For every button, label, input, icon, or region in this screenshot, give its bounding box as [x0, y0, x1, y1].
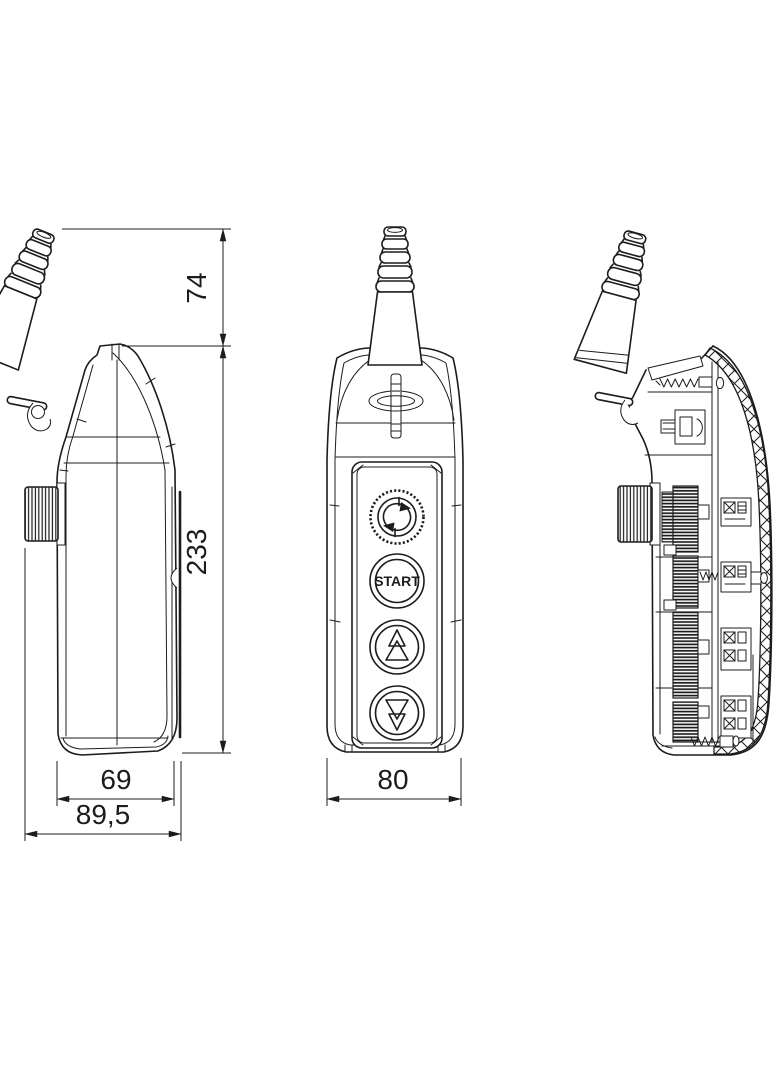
dim-overall-depth: 89,5 — [24, 799, 182, 838]
dim-front-width-label: 80 — [377, 764, 408, 795]
section-cable-gland — [573, 225, 663, 375]
dim-gland-height-label: 74 — [181, 272, 212, 303]
bottom-screw — [687, 735, 740, 748]
front-cable-gland — [367, 226, 423, 366]
dim-body-width-label: 69 — [100, 764, 131, 795]
dim-front-width: 80 — [326, 764, 462, 803]
dimension-annotations: 74 233 69 89,5 80 — [24, 228, 462, 841]
dim-overall-depth-label: 89,5 — [76, 799, 131, 830]
dim-gland-height: 74 — [181, 228, 227, 347]
rotary-release-arrows-icon — [382, 496, 412, 538]
section-view — [573, 225, 773, 756]
cable-clamp — [660, 409, 706, 445]
gland-clamp-wedge — [647, 355, 704, 381]
side-knob — [24, 482, 66, 546]
section-hatched-shell — [704, 347, 772, 755]
double-arrow-down-icon — [385, 699, 409, 731]
front-view: START — [326, 226, 464, 753]
start-button-label: START — [374, 573, 420, 589]
emergency-stop-button — [369, 489, 425, 545]
clamp-screw — [655, 376, 725, 390]
button-panel: START — [351, 461, 443, 749]
dim-body-height: 233 — [181, 345, 227, 754]
contact-stack — [661, 485, 710, 743]
terminal-blocks — [699, 497, 768, 739]
dim-body-width: 69 — [56, 764, 175, 803]
hanger-hook — [6, 395, 52, 432]
suspension-eyelet — [368, 373, 424, 439]
section-knob — [617, 482, 661, 546]
down-button — [369, 685, 425, 741]
side-cable-gland — [0, 221, 71, 371]
start-button: START — [369, 553, 425, 609]
side-view — [0, 221, 182, 756]
dim-body-height-label: 233 — [181, 529, 212, 576]
section-hanger-hook — [594, 391, 639, 425]
double-arrow-up-icon — [385, 629, 409, 661]
up-button — [369, 619, 425, 675]
